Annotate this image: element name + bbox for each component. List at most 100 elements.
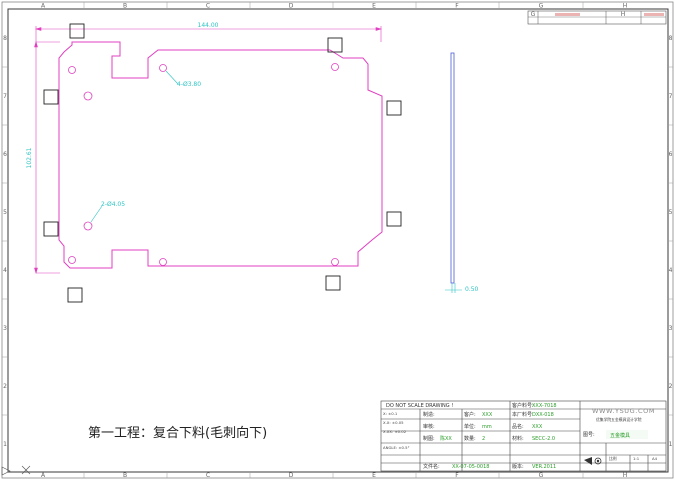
hole xyxy=(68,66,76,74)
customer-part-no-label: 客户料号: xyxy=(512,402,534,409)
do-not-scale-note: DO NOT SCALE DRAWING ! xyxy=(386,403,453,409)
locator-square xyxy=(327,37,343,53)
zone-label: 1 xyxy=(669,441,673,448)
zone-label: 6 xyxy=(3,151,7,158)
unit-label: 单位: xyxy=(464,423,476,430)
hole xyxy=(83,221,93,231)
zone-label: F xyxy=(455,472,459,479)
zone-label: 8 xyxy=(3,35,7,42)
zone-label: E xyxy=(372,472,376,479)
side-view xyxy=(445,52,462,293)
design-label: 制造: xyxy=(423,411,435,418)
zone-label: 6 xyxy=(669,151,673,158)
part-outline xyxy=(58,41,383,269)
zone-label: C xyxy=(206,472,210,479)
version-label: 版本: xyxy=(512,463,524,470)
height-dimension-label: 102.61 xyxy=(26,147,33,168)
zone-label: D xyxy=(289,472,294,479)
zone-numbers-right: 8 7 6 5 4 3 2 1 xyxy=(669,35,673,448)
factory-part-no-label: 本厂料号: xyxy=(512,411,534,418)
hole xyxy=(159,258,167,266)
locator-square xyxy=(386,100,402,116)
title-block xyxy=(380,400,667,472)
hole xyxy=(331,63,339,71)
zone-label: 3 xyxy=(669,325,673,332)
drawing-no-label: 图号: xyxy=(583,432,595,438)
zone-label: 2 xyxy=(3,383,7,390)
corner-marker-icon xyxy=(1,465,31,476)
customer-part-no: XXX-7018 xyxy=(532,403,557,409)
zone-label: 7 xyxy=(669,93,673,100)
zone-label: H xyxy=(623,3,628,10)
website-text: WWW.YSUG.COM xyxy=(592,407,655,415)
drawing-name: 五金模具 xyxy=(610,432,630,439)
hole xyxy=(83,91,93,101)
holes xyxy=(68,63,339,266)
version-value: VER.2011 xyxy=(532,464,556,470)
zone-label: 4 xyxy=(3,267,7,274)
locator-square xyxy=(386,211,402,227)
top-block-left-label: G xyxy=(531,11,536,18)
scale-label: 比例 xyxy=(609,456,617,461)
zone-label: G xyxy=(539,3,544,10)
zone-label: B xyxy=(123,3,127,10)
zone-label: H xyxy=(623,472,628,479)
locator-square xyxy=(69,23,85,39)
locator-square xyxy=(67,287,83,303)
tolerance-line: X.XX: ±0.02 xyxy=(383,429,407,434)
hole xyxy=(68,256,76,264)
zone-label: A xyxy=(41,3,46,10)
product-value: XXX xyxy=(532,424,543,430)
width-dimension-label: 144.00 xyxy=(198,22,219,29)
customer-label: 客户: xyxy=(464,411,476,418)
top-block-right-label: H xyxy=(621,11,626,18)
drawing-name-cell xyxy=(606,430,648,439)
sheet-size: A4 xyxy=(652,456,658,461)
zone-label: E xyxy=(372,3,376,10)
locator-squares xyxy=(43,23,402,303)
height-dimension xyxy=(34,40,60,275)
zone-label: C xyxy=(206,3,210,10)
zone-label: 2 xyxy=(669,383,673,390)
hole xyxy=(331,258,339,266)
hole xyxy=(159,64,167,72)
process-caption: 第一工程：复合下料(毛刺向下) xyxy=(88,425,267,441)
width-dimension xyxy=(34,26,383,42)
customer-value: XXX xyxy=(482,412,493,418)
locator-square xyxy=(325,275,341,291)
zone-label: F xyxy=(455,3,459,10)
material-label: 材料: xyxy=(512,435,524,442)
zone-label: 3 xyxy=(3,325,7,332)
quantity-label: 数量: xyxy=(464,435,476,442)
unit-value: mm xyxy=(482,424,492,430)
top-right-block: G H xyxy=(527,10,667,25)
tolerance-line: X: ±0.1 xyxy=(383,411,398,416)
thickness-label: 0.50 xyxy=(465,286,479,293)
locator-square xyxy=(43,221,59,237)
big-hole-callout: 4-Ø3.80 xyxy=(177,81,201,88)
scale-value: 1:1 xyxy=(633,456,640,461)
product-label: 品名: xyxy=(512,423,524,430)
zone-label: 5 xyxy=(669,209,673,216)
projection-symbol-icon xyxy=(584,457,602,465)
small-hole-callout: 2-Ø4.05 xyxy=(101,201,125,208)
zone-letters-bottom: A B C D E F G H xyxy=(41,472,627,479)
tolerance-line: X.X: ±0.05 xyxy=(383,420,404,425)
company-name: 优集学院五金模具设计学院 xyxy=(596,417,642,422)
zone-letters-top: A B C D E F G H xyxy=(41,3,627,10)
locator-square xyxy=(43,89,59,105)
file-label: 文件名: xyxy=(423,463,440,470)
quantity-value: 2 xyxy=(482,436,485,442)
zone-label: 1 xyxy=(3,441,7,448)
zone-label: 8 xyxy=(669,35,673,42)
drafter-value: 陈XX xyxy=(440,435,452,442)
file-value: XX-07-05-0018 xyxy=(452,464,489,470)
zone-label: A xyxy=(41,472,46,479)
factory-part-no: DXX-018 xyxy=(532,412,554,418)
zone-label: D xyxy=(289,3,294,10)
zone-label: B xyxy=(123,472,127,479)
zone-label: 5 xyxy=(3,209,7,216)
